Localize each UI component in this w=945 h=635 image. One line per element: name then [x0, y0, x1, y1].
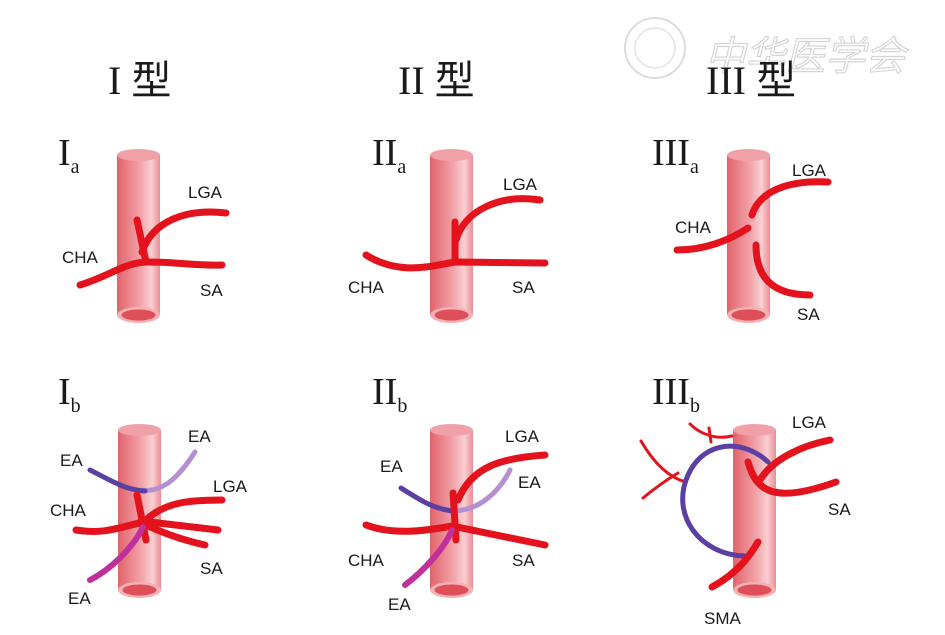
label-ea-bottom: EA: [68, 589, 91, 608]
label-lga: LGA: [792, 161, 827, 180]
panel-IIb: IIb LGA EA EA CHA SA EA: [348, 371, 549, 614]
label-sa: SA: [512, 551, 535, 570]
sma-artery: [708, 538, 762, 591]
label-lga: LGA: [503, 175, 538, 194]
panel-Ib: Ib EA EA LGA CHA SA EA: [50, 371, 248, 608]
panel-label: IIIb: [652, 371, 700, 417]
sa-artery: [744, 458, 840, 497]
branch-top-twig: [707, 426, 713, 444]
label-sa: SA: [828, 500, 851, 519]
heading-type-1: I 型: [108, 58, 171, 103]
panel-label: Ib: [58, 371, 81, 417]
panel-label: IIb: [372, 371, 407, 417]
label-cha: CHA: [348, 278, 385, 297]
label-sa: SA: [200, 281, 223, 300]
label-sa: SA: [797, 305, 820, 324]
sa-artery: [752, 241, 814, 299]
label-sa: SA: [200, 559, 223, 578]
panel-IIIb: IIIb LGA SA SMA: [639, 371, 851, 628]
celiac-trunk: [449, 489, 460, 544]
lga-artery: [454, 451, 549, 504]
ea-vessel-left: [398, 485, 458, 514]
lga-artery: [748, 178, 832, 219]
celiac-trunk: [133, 216, 150, 266]
label-cha: CHA: [50, 501, 87, 520]
cha-sa-artery: [362, 521, 549, 549]
label-sa: SA: [512, 278, 535, 297]
cha-artery: [72, 518, 222, 535]
lga-artery: [756, 436, 834, 484]
label-lga: LGA: [505, 427, 540, 446]
panel-label: IIa: [372, 132, 406, 178]
ea-vessel-bottom: [87, 524, 146, 583]
ea-vessel-left: [87, 467, 148, 494]
label-cha: CHA: [348, 551, 385, 570]
label-ea-right: EA: [518, 473, 541, 492]
panel-IIIa: IIIa LGA CHA SA: [652, 132, 832, 324]
label-ea-right: EA: [188, 427, 211, 446]
branch-left-twig: [641, 471, 680, 500]
label-ea-bottom: EA: [388, 595, 411, 614]
label-lga: LGA: [188, 183, 223, 202]
lga-artery: [138, 208, 230, 256]
panel-label: Ia: [58, 132, 80, 178]
branch-left: [639, 439, 688, 484]
watermark-text: 中华医学会: [705, 34, 909, 80]
celiac-trunk: [133, 491, 150, 544]
heading-type-2: II 型: [398, 58, 475, 103]
panel-IIa: IIa LGA CHA SA: [348, 132, 549, 323]
label-cha: CHA: [62, 248, 99, 267]
label-ea-left: EA: [380, 457, 403, 476]
ea-vessel-bottom: [402, 527, 455, 588]
vein-arc: [680, 443, 771, 559]
label-sma: SMA: [704, 609, 742, 628]
label-lga: LGA: [213, 477, 248, 496]
heading-type-3: III 型: [706, 58, 796, 103]
label-ea-left: EA: [60, 451, 83, 470]
watermark-logo: 中华医学会: [624, 17, 910, 81]
lga-artery: [142, 496, 226, 524]
ea-vessel-right: [447, 467, 513, 514]
label-lga: LGA: [792, 413, 827, 432]
cha-artery: [673, 224, 752, 254]
panel-Ia: Ia LGA CHA SA: [58, 132, 230, 323]
panel-label: IIIa: [652, 132, 699, 178]
lga-artery: [452, 195, 544, 244]
label-cha: CHA: [675, 218, 712, 237]
